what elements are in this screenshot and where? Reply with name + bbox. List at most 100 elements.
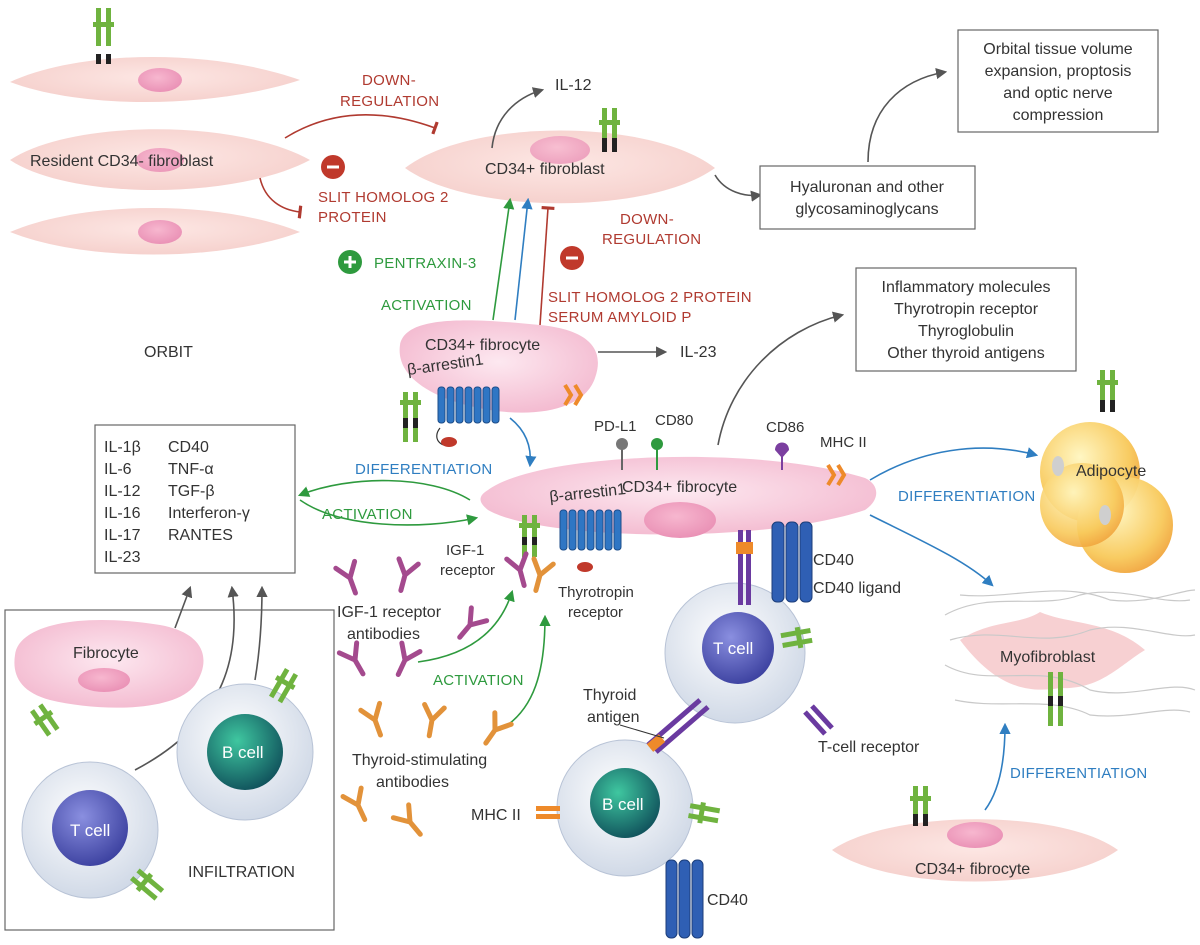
cytokine-il6: IL-6 — [104, 461, 132, 478]
fibrocyte-top-label: CD34+ fibrocyte — [425, 337, 540, 354]
cytokine-tnfa: TNF-α — [168, 461, 214, 478]
orbital-line-4: compression — [1013, 107, 1104, 124]
cytokine-col-1: IL-1β IL-6 IL-12 IL-16 IL-17 IL-23 — [104, 439, 141, 566]
slit-top-1: SLIT HOMOLOG 2 — [318, 189, 449, 206]
differentiation-arrow-adipo — [869, 447, 1039, 481]
infiltration-arrow-2 — [134, 585, 239, 771]
orbital-line-3: and optic nerve — [1003, 85, 1113, 102]
inflammatory-line-4: Other thyroid antigens — [887, 345, 1044, 362]
differentiation-left-label: DIFFERENTIATION — [355, 461, 493, 478]
cd34-fibrocyte-top-cell — [399, 320, 598, 447]
infiltration-t-cell-label: T cell — [70, 821, 110, 840]
cd80-label: CD80 — [655, 412, 693, 429]
infiltration-label: INFILTRATION — [188, 864, 295, 881]
down-regulation-top-2: REGULATION — [340, 93, 439, 110]
slit-inhibition-arrow — [259, 177, 303, 219]
cytokine-col-2: CD40 TNF-α TGF-β Interferon-γ RANTES — [168, 439, 250, 544]
tsab-2: antibodies — [376, 774, 449, 791]
activation-arrow-return — [299, 499, 479, 526]
il12-arrow — [491, 87, 545, 149]
cytokine-il16: IL-16 — [104, 505, 141, 522]
inflammatory-line-1: Inflammatory molecules — [882, 279, 1051, 296]
inflammatory-line-2: Thyrotropin receptor — [894, 301, 1039, 318]
hyaluronan-arrow — [714, 174, 763, 202]
thyrotropin-receptor-1: Thyrotropin — [558, 584, 634, 601]
infiltration-arrow-1 — [174, 585, 193, 629]
cytokine-rantes: RANTES — [168, 527, 233, 544]
tsab-icons — [343, 559, 553, 841]
activation-arrow-igf — [417, 589, 515, 663]
activation-top-label: ACTIVATION — [381, 297, 472, 314]
slit-mid-1: SLIT HOMOLOG 2 PROTEIN — [548, 289, 752, 306]
adipocyte-cells — [1040, 370, 1173, 573]
igf1-receptor-1: IGF-1 — [446, 542, 484, 559]
cytokine-il12: IL-12 — [104, 483, 141, 500]
cytokine-il23: IL-23 — [104, 549, 141, 566]
orbital-arrow — [867, 68, 948, 163]
adipocyte-label: Adipocyte — [1076, 463, 1146, 480]
infiltration-arrow-3 — [254, 585, 268, 681]
activation-low-label: ACTIVATION — [433, 672, 524, 689]
orbital-line-2: expansion, proptosis — [985, 63, 1132, 80]
t-cell-receptor-label: T-cell receptor — [818, 739, 920, 756]
blue-arrow-up — [514, 197, 533, 321]
differentiation-myo-label: DIFFERENTIATION — [1010, 765, 1148, 782]
cytokine-ifng: Interferon-γ — [168, 505, 250, 522]
differentiation-adipo-label: DIFFERENTIATION — [898, 488, 1036, 505]
hyaluronan-line-1: Hyaluronan and other — [790, 179, 945, 196]
igf1-receptor-2: receptor — [440, 562, 495, 579]
il12-label: IL-12 — [555, 77, 592, 94]
cytokine-cd40: CD40 — [168, 439, 209, 456]
inflammatory-box — [855, 267, 1077, 372]
thyrotropin-receptor-icon-top — [437, 386, 500, 424]
inflammatory-line-3: Thyroglobulin — [918, 323, 1014, 340]
down-regulation-mid-1: DOWN- — [620, 211, 674, 228]
resident-fibroblast-label: Resident CD34- fibroblast — [30, 153, 214, 170]
down-regulation-arrow-mid — [539, 205, 555, 326]
t-cell-center-label: T cell — [713, 639, 753, 658]
b-cell-center-label: B cell — [602, 795, 644, 814]
igf1-antibodies-2: antibodies — [347, 626, 420, 643]
cd40-b-label: CD40 — [707, 892, 748, 909]
orbit-label: ORBIT — [144, 344, 193, 361]
resident-fibroblast-cells — [10, 8, 310, 255]
thyroid-antigen-1: Thyroid — [583, 687, 636, 704]
cd34-fibroblast-label: CD34+ fibroblast — [485, 161, 605, 178]
infiltration-fibrocyte-label: Fibrocyte — [73, 645, 139, 662]
down-regulation-mid-2: REGULATION — [602, 231, 701, 248]
slit-mid-2: SERUM AMYLOID P — [548, 309, 692, 326]
cd86-label: CD86 — [766, 419, 804, 436]
cd40-label: CD40 — [813, 552, 854, 569]
differentiation-arrow-myo — [869, 514, 994, 587]
slit-top-2: PROTEIN — [318, 209, 387, 226]
cd34-fibrocyte-bottom-cell — [832, 786, 1118, 882]
hyaluronan-box — [759, 165, 976, 230]
orbital-box — [957, 29, 1159, 133]
pdl1-label: PD-L1 — [594, 418, 637, 435]
activation-arrow-cytokines — [297, 479, 471, 501]
b-cell-center — [536, 698, 721, 939]
cd40-ligand-label: CD40 ligand — [813, 580, 901, 597]
cd34-fibroblast-cell — [405, 108, 715, 204]
down-regulation-arrow-top — [284, 113, 439, 139]
pentraxin-label: PENTRAXIN-3 — [374, 255, 477, 272]
infiltration-b-cell-label: B cell — [222, 743, 264, 762]
igf1-receptor-icon — [93, 8, 114, 64]
cytokine-box — [94, 424, 296, 574]
differentiation-arrow-center — [509, 417, 537, 468]
b-cell-infiltration — [176, 668, 314, 821]
fibrocyte-infiltration-cell — [14, 619, 204, 737]
inflammatory-arrow — [717, 311, 845, 446]
cytokine-tgfb: TGF-β — [168, 483, 215, 500]
hyaluronan-line-2: glycosaminoglycans — [795, 201, 938, 218]
activation-arrow-up — [492, 197, 515, 321]
mhc2-label: MHC II — [820, 434, 867, 451]
igf1-antibodies-1: IGF-1 receptor — [337, 604, 442, 621]
thyroid-antigen-2: antigen — [587, 709, 640, 726]
orbital-line-1: Orbital tissue volume — [983, 41, 1132, 58]
down-regulation-top-1: DOWN- — [362, 72, 416, 89]
thyrotropin-receptor-2: receptor — [568, 604, 623, 621]
cytokine-il1b: IL-1β — [104, 439, 141, 456]
